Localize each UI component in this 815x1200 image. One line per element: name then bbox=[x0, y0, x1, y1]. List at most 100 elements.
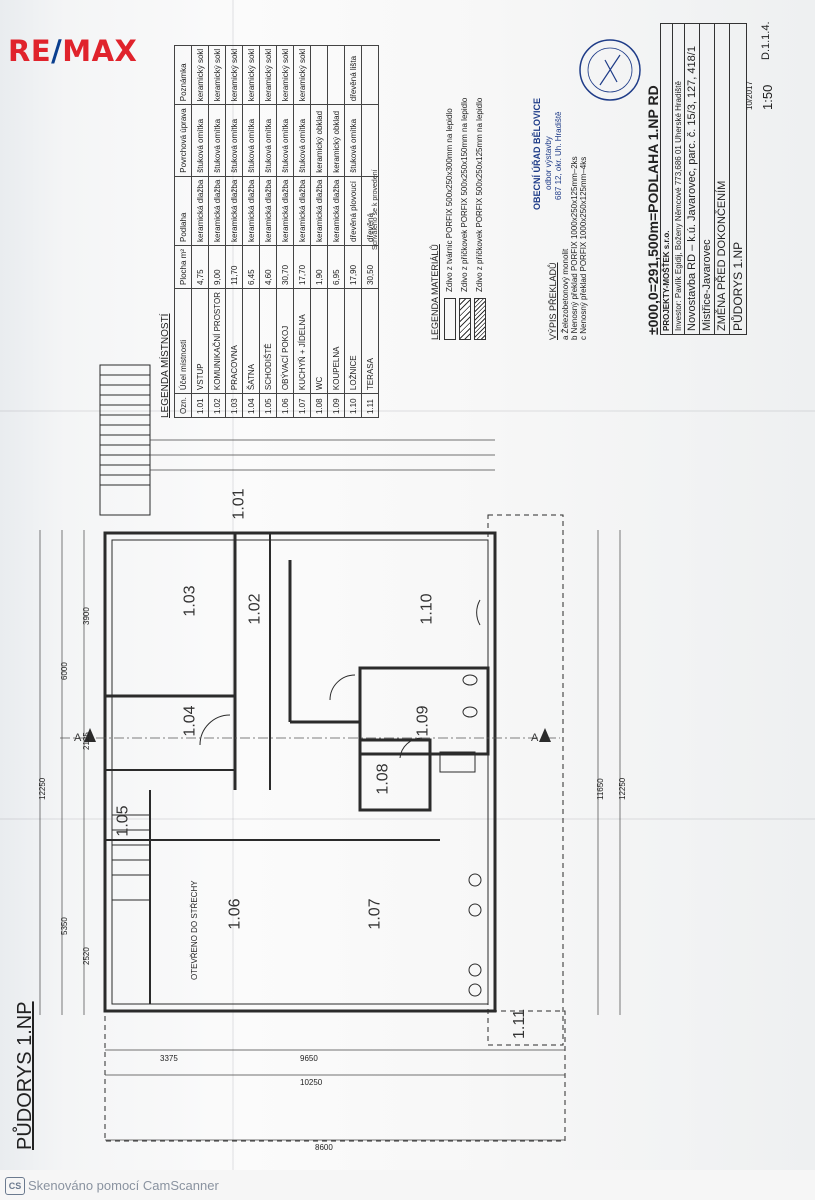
table-cell: štuková omítka bbox=[293, 104, 311, 177]
table-cell: keramický sokl bbox=[208, 45, 226, 105]
table-cell: 17,70 bbox=[293, 245, 311, 289]
camscanner-icon: CS bbox=[5, 1177, 25, 1195]
office-stamp-line: 687 12, okr. Uh. Hradiště bbox=[554, 111, 563, 201]
table-cell: LOŽNICE bbox=[344, 288, 362, 394]
dimension: 12250 bbox=[38, 777, 47, 800]
room-label: 1.09 bbox=[414, 705, 432, 737]
table-cell: 6,95 bbox=[327, 245, 345, 289]
table-cell: keramická dlažba bbox=[191, 176, 209, 246]
table-cell: keramická dlažba bbox=[327, 176, 345, 246]
table-cell: keramický sokl bbox=[293, 45, 311, 105]
table-cell: 6,45 bbox=[242, 245, 260, 289]
table-cell: keramická dlažba bbox=[293, 176, 311, 246]
dimension: 2125 bbox=[82, 732, 91, 750]
dimension: 5350 bbox=[60, 917, 69, 935]
dimension: 12250 bbox=[618, 777, 627, 800]
designer-name: PROJEKTY-MOŠŤEK s.r.o. bbox=[661, 24, 673, 334]
room-label: 1.06 bbox=[226, 898, 244, 930]
table-cell: 1.09 bbox=[327, 393, 345, 418]
room-label: 1.05 bbox=[114, 805, 132, 837]
table-cell: VSTUP bbox=[191, 288, 209, 394]
fold-line bbox=[232, 0, 234, 1170]
table-cell: štuková omítka bbox=[276, 104, 294, 177]
hatch-swatch bbox=[474, 298, 486, 340]
project-change: ZMĚNA PŘED DOKONČENÍM bbox=[715, 24, 730, 334]
title-block-number: D.1.1.4. bbox=[760, 21, 772, 60]
lintel-text: Nenosný překlad PORFIX 1000x250x125mm–2k… bbox=[570, 156, 579, 334]
table-cell: keramická dlažba bbox=[208, 176, 226, 246]
table-cell bbox=[310, 45, 328, 105]
table-cell: keramický sokl bbox=[259, 45, 277, 105]
table-cell: štuková omítka bbox=[208, 104, 226, 177]
fold-line bbox=[0, 818, 815, 820]
table-cell: keramický sokl bbox=[191, 45, 209, 105]
lintel-key: a bbox=[561, 335, 570, 340]
office-stamp-line: OBECNÍ ÚŘAD BĚLOVICE bbox=[532, 97, 542, 210]
table-cell: 30,50 bbox=[361, 245, 379, 289]
table-cell: keramický sokl bbox=[225, 45, 243, 105]
lintel-key: b bbox=[570, 335, 579, 340]
table-cell: dřevěná plovoucí bbox=[344, 176, 362, 246]
table-cell: 17,90 bbox=[344, 245, 362, 289]
table-cell: štuková omítka bbox=[242, 104, 260, 177]
table-cell: keramická dlažba bbox=[276, 176, 294, 246]
table-cell: keramická dlažba bbox=[259, 176, 277, 246]
table-cell: 1.05 bbox=[259, 393, 277, 418]
table-cell: 1.10 bbox=[344, 393, 362, 418]
table-header: Podlaha bbox=[174, 176, 192, 246]
fold-line bbox=[0, 410, 815, 412]
lintel-item: b Nenosný překlad PORFIX 1000x250x125mm–… bbox=[570, 156, 579, 340]
remax-logo: RE/MAX bbox=[8, 34, 138, 68]
table-cell bbox=[361, 45, 379, 105]
table-header-row: Ozn. Účel místnosti Plocha m² Podlaha Po… bbox=[174, 45, 192, 418]
camscanner-text: Skenováno pomocí CamScanner bbox=[28, 1178, 219, 1193]
dimension: 3900 bbox=[82, 607, 91, 625]
investor: Investor: Pavlík Egidij, Boženy Němcové … bbox=[673, 24, 685, 334]
round-stamp bbox=[579, 39, 641, 101]
table-cell: OBÝVACÍ POKOJ bbox=[276, 288, 294, 394]
table-cell: keramická dlažba bbox=[310, 176, 328, 246]
dimension: 10250 bbox=[300, 1078, 323, 1087]
table-cell: keramický sokl bbox=[276, 45, 294, 105]
room-label: 1.01 bbox=[230, 488, 248, 520]
dimension: 2520 bbox=[82, 947, 91, 965]
title-block-scale: 1:50 bbox=[760, 84, 775, 110]
table-cell: keramický obklad bbox=[310, 104, 328, 177]
table-cell: 1.04 bbox=[242, 393, 260, 418]
material-item: Zdivo z příčkovek PORFIX 500x250x125mm n… bbox=[474, 98, 486, 340]
approval-note: Schváleno se k provedení bbox=[372, 169, 379, 250]
project-place: Mistřice-Javarovec bbox=[700, 24, 715, 334]
title-block-date: 10/2017 bbox=[745, 81, 754, 110]
table-header: Povrchová úprava bbox=[174, 104, 192, 177]
table-cell: 1.07 bbox=[293, 393, 311, 418]
lintel-text: Železobetonový monolit bbox=[561, 248, 570, 334]
table-cell: TERASA bbox=[361, 288, 379, 394]
table-cell: 1.02 bbox=[208, 393, 226, 418]
table-cell: 1.01 bbox=[191, 393, 209, 418]
table-cell: SCHODIŠTĚ bbox=[259, 288, 277, 394]
open-to-roof-label: OTEVŘENO DO STŘECHY bbox=[190, 880, 199, 980]
room-label: 1.10 bbox=[418, 593, 436, 625]
drawing-title: PŮDORYS 1.NP bbox=[14, 1001, 36, 1150]
materials-legend: LEGENDA MATERIÁLŮ Zdivo z tvárnic PORFIX… bbox=[430, 98, 489, 340]
dimension: 3375 bbox=[160, 1054, 178, 1063]
section-marker: A bbox=[74, 732, 82, 744]
materials-title: LEGENDA MATERIÁLŮ bbox=[430, 244, 440, 340]
table-cell: 1.08 bbox=[310, 393, 328, 418]
table-cell: keramický sokl bbox=[242, 45, 260, 105]
table-header: Účel místnosti bbox=[174, 288, 192, 394]
room-label: 1.02 bbox=[246, 593, 264, 625]
dimension: 11650 bbox=[596, 778, 605, 800]
room-label: 1.07 bbox=[366, 898, 384, 930]
project-name: Novostavba RD – k.ú. Javarovec, parc. č.… bbox=[685, 24, 700, 334]
hatch-swatch bbox=[444, 298, 456, 340]
table-header: Ozn. bbox=[174, 393, 192, 418]
table-cell: dřevěná lišta bbox=[344, 45, 362, 105]
room-legend-title: LEGENDA MÍSTNOSTÍ bbox=[160, 313, 171, 418]
